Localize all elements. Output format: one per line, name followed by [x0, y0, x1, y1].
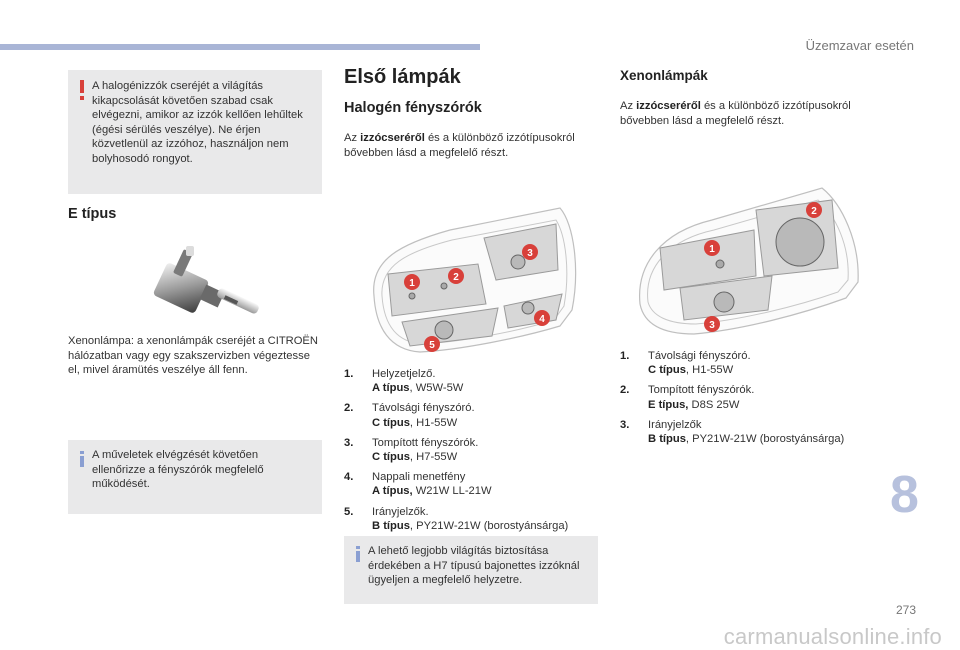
svg-text:2: 2 — [453, 272, 459, 283]
xenon-bulb-list: 1.Távolsági fényszóró.C típus, H1-55W 2.… — [620, 349, 880, 452]
list-item: 1.Távolsági fényszóró.C típus, H1-55W — [620, 350, 751, 377]
warning-box: A halogénizzók cseréjét a világítás kika… — [68, 70, 322, 194]
marker-5: 5 — [424, 336, 440, 352]
list-item: 2.Távolsági fényszóró.C típus, H1-55W — [344, 402, 475, 429]
marker-3: 3 — [522, 244, 538, 260]
xenon-note: Xenonlámpa: a xenonlámpák cseréjét a CIT… — [68, 335, 318, 376]
list-item: 2.Tompított fényszórók.E típus, D8S 25W — [620, 384, 755, 411]
watermark: carmanualsonline.info — [723, 624, 942, 649]
info-box-left: A műveletek elvégzését követően ellenőri… — [68, 440, 322, 514]
halogen-heading: Halogén fényszórók — [344, 100, 482, 116]
section-title: Üzemzavar esetén — [805, 38, 914, 53]
marker-2: 2 — [448, 268, 464, 284]
list-item: 3.Tompított fényszórók.C típus, H7-55W — [344, 436, 479, 464]
info-text-middle: A lehető legjobb világítás biztosítása é… — [368, 545, 580, 586]
warning-icon — [80, 80, 84, 100]
warning-text: A halogénizzók cseréjét a világítás kika… — [92, 80, 303, 165]
halogen-intro: Az izzócseréről és a különböző izzótípus… — [344, 132, 575, 159]
marker-1: 1 — [404, 274, 420, 290]
chapter-number: 8 — [890, 466, 919, 524]
e-type-heading: E típus — [68, 206, 117, 222]
list-item: 5.Irányjelzők.B típus, PY21W-21W (borost… — [344, 505, 569, 532]
svg-text:3: 3 — [527, 248, 533, 259]
page-number: 273 — [895, 603, 916, 617]
info-icon — [356, 546, 360, 562]
svg-text:3: 3 — [709, 320, 715, 331]
info-box-middle: A lehető legjobb világítás biztosítása é… — [344, 536, 598, 604]
xenon-headlamp-diagram: 1 2 3 — [639, 187, 859, 335]
halogen-headlamp-diagram: 1 2 3 4 5 — [373, 207, 577, 353]
marker-1: 1 — [704, 240, 720, 256]
info-icon — [80, 451, 84, 467]
xenon-heading: Xenonlámpák — [620, 68, 708, 83]
xenon-intro: Az izzócseréről és a különböző izzótípus… — [620, 100, 851, 127]
marker-4: 4 — [534, 310, 550, 326]
halogen-bulb-list: 1.Helyzetjelző.A típus, W5W-5W 2.Távolsá… — [344, 367, 600, 539]
xenon-bulb-image — [153, 246, 259, 314]
info-text-left: A műveletek elvégzését követően ellenőri… — [92, 449, 264, 490]
marker-2: 2 — [806, 202, 822, 218]
page-title: Első lámpák — [344, 66, 461, 88]
svg-text:2: 2 — [811, 206, 817, 217]
marker-3: 3 — [704, 316, 720, 332]
svg-text:5: 5 — [429, 340, 435, 351]
svg-text:4: 4 — [539, 314, 545, 325]
svg-text:1: 1 — [409, 278, 415, 289]
svg-text:1: 1 — [709, 244, 715, 255]
header-accent-bar — [0, 44, 480, 50]
list-item: 1.Helyzetjelző.A típus, W5W-5W — [344, 368, 464, 395]
